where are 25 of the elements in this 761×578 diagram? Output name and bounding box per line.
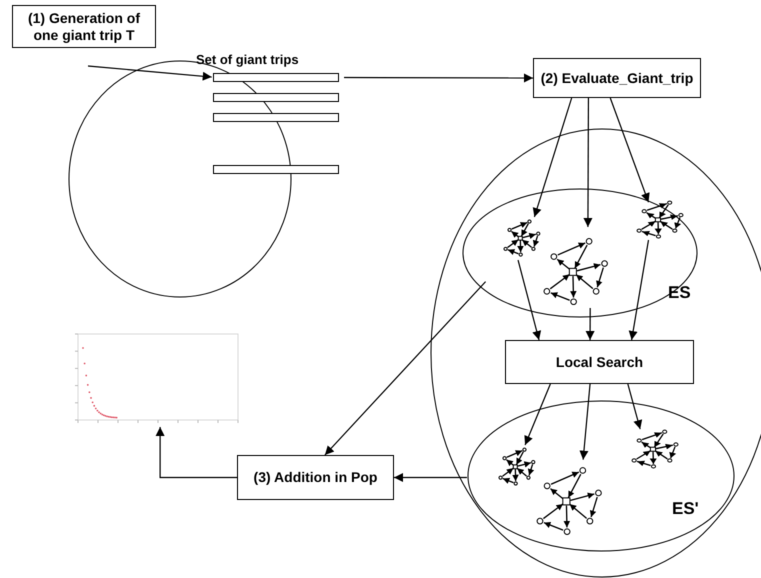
arrow bbox=[517, 260, 542, 340]
process-box bbox=[505, 340, 694, 384]
arrow bbox=[344, 73, 533, 82]
box-label: (3) Addition in Pop bbox=[254, 469, 378, 486]
arrow bbox=[394, 473, 467, 482]
arrow bbox=[156, 427, 237, 478]
arrow bbox=[532, 98, 572, 218]
process-box bbox=[533, 58, 701, 98]
box-label: (2) Evaluate_Giant_trip bbox=[540, 70, 694, 86]
arrow bbox=[586, 308, 595, 340]
arrow bbox=[610, 98, 650, 202]
arrow bbox=[627, 384, 642, 430]
process-box bbox=[237, 455, 394, 500]
box-label: (1) Generation of one giant trip T bbox=[26, 10, 141, 44]
arrow bbox=[524, 384, 551, 446]
arrow bbox=[628, 240, 650, 340]
box-label: Local Search bbox=[556, 354, 644, 370]
arrow bbox=[583, 98, 592, 227]
arrow bbox=[88, 65, 212, 81]
process-box bbox=[12, 5, 156, 48]
arrow bbox=[324, 281, 486, 456]
region-label: ES' bbox=[672, 498, 699, 520]
arrow bbox=[579, 384, 591, 460]
region-label: ES bbox=[668, 282, 691, 304]
set-heading: Set of giant trips bbox=[196, 51, 299, 69]
